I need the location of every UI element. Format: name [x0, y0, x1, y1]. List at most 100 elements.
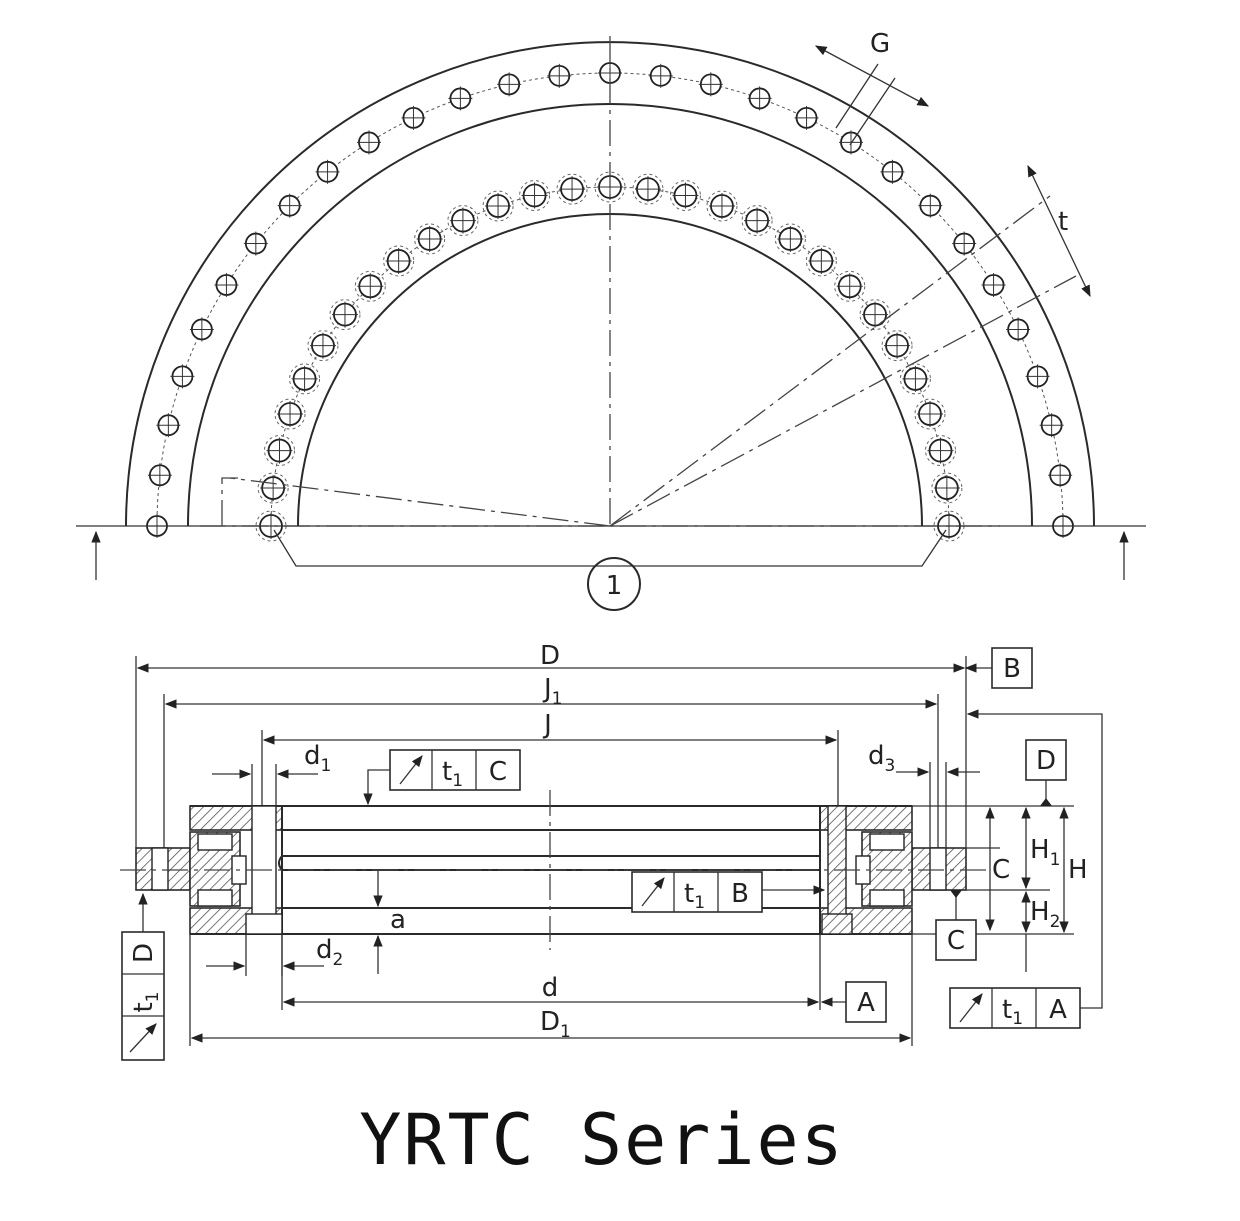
datum-C-label: C	[947, 926, 965, 956]
bolt-hole	[1048, 463, 1073, 488]
bolt-hole	[774, 223, 806, 255]
left-flange-hole	[151, 847, 169, 891]
bolt-hole	[1006, 317, 1031, 342]
bolt-hole	[981, 272, 1006, 297]
bolt-hole	[881, 330, 913, 362]
d1-label: d1	[304, 741, 331, 776]
datum-D-triangle	[1040, 798, 1052, 806]
datum-A-box	[845, 981, 887, 1023]
datum-C-triangle	[950, 890, 962, 898]
marker-1-circle	[587, 557, 641, 611]
bolt-hole	[834, 270, 866, 302]
bolt-hole	[1039, 413, 1064, 438]
bolt-hole	[859, 299, 891, 331]
datum-A-label: A	[857, 988, 875, 1018]
bolt-hole	[277, 193, 302, 218]
plan-view: G t 1	[76, 29, 1146, 611]
runout-arrow-icon	[399, 755, 423, 785]
H-label: H	[1068, 855, 1088, 885]
bolt-hole	[648, 63, 673, 88]
svg-text:t1: t1	[442, 757, 463, 791]
svg-text:B: B	[731, 879, 749, 909]
bolt-hole	[497, 72, 522, 97]
radial-line-left	[229, 477, 611, 527]
marker-1-leader	[273, 529, 947, 567]
section-view: D B J1 J	[120, 641, 1103, 1061]
svg-text:A: A	[1049, 995, 1067, 1025]
bolt-hole	[482, 190, 514, 222]
right-flange-hole	[929, 847, 947, 891]
bolt-hole	[448, 86, 473, 111]
G-label: G	[870, 29, 890, 59]
bolt-hole	[401, 105, 426, 130]
H2-label: H2	[1030, 897, 1060, 932]
J-label: J	[542, 710, 552, 740]
bolt-hole	[307, 330, 339, 362]
bolt-hole	[329, 299, 361, 331]
bolt-hole	[257, 472, 289, 504]
svg-text:t1: t1	[684, 879, 705, 913]
tolerance-frame-middle: t1 B	[631, 871, 826, 913]
svg-text:C: C	[489, 757, 507, 787]
roller-top-right	[869, 833, 905, 851]
C-label: C	[992, 855, 1010, 885]
D-label: D	[540, 641, 560, 671]
marker-1-label: 1	[606, 571, 623, 601]
bolt-hole	[914, 398, 946, 430]
bolt-hole	[189, 317, 214, 342]
datum-C-box	[935, 919, 977, 961]
datum-B-label: B	[1003, 654, 1021, 684]
runout-arrow-icon	[129, 1023, 157, 1053]
left-angle-bracket	[221, 477, 238, 526]
H1-label: H1	[1030, 835, 1060, 870]
middle-ring-arc	[187, 103, 1033, 527]
d3-label: d3	[868, 741, 895, 776]
svg-text:D: D	[129, 943, 159, 963]
bolt-hole	[925, 435, 957, 467]
bolt-hole	[263, 435, 295, 467]
bolt-hole	[794, 105, 819, 130]
bolt-hole	[383, 245, 415, 277]
datum-B-box	[991, 647, 1033, 689]
bolt-hole	[698, 72, 723, 97]
bolt-hole	[156, 413, 181, 438]
d-label: d	[542, 973, 559, 1003]
bolt-hole	[899, 363, 931, 395]
bolt-hole	[747, 86, 772, 111]
series-caption: YRTC Series	[359, 1099, 845, 1181]
tolerance-frame-top: t1 C	[363, 749, 521, 806]
bolt-hole	[354, 270, 386, 302]
bolt-hole	[1025, 364, 1050, 389]
runout-arrow-icon	[959, 993, 983, 1023]
bolt-hole	[632, 173, 664, 205]
right-bolt-head	[821, 913, 853, 935]
bolt-hole	[880, 159, 905, 184]
D1-label: D1	[540, 1007, 571, 1042]
bolt-hole	[214, 272, 239, 297]
bolt-hole	[519, 179, 551, 211]
bolt-hole	[414, 223, 446, 255]
bolt-hole	[447, 205, 479, 237]
bolt-hole	[243, 231, 268, 256]
bolt-hole	[315, 159, 340, 184]
roller-bottom-right	[869, 889, 905, 907]
J1-label: J1	[542, 674, 563, 709]
left-counterbore	[245, 913, 283, 935]
D-runout-leader	[966, 709, 1103, 1009]
bolt-hole	[805, 245, 837, 277]
radial-line-t	[609, 275, 1077, 527]
d2-label: d2	[316, 935, 343, 970]
bolt-hole	[356, 130, 381, 155]
G-extension-2	[849, 77, 896, 146]
t-dimension-line	[1027, 164, 1091, 298]
bolt-hole	[547, 63, 572, 88]
a-label: a	[390, 905, 406, 935]
bolt-hole	[170, 364, 195, 389]
bolt-hole	[918, 193, 943, 218]
bolt-hole	[556, 173, 588, 205]
outer-ring-holes	[145, 61, 1075, 538]
G-dimension-line	[814, 45, 930, 107]
svg-text:t1: t1	[1002, 995, 1023, 1029]
datum-D-label: D	[1036, 746, 1056, 776]
